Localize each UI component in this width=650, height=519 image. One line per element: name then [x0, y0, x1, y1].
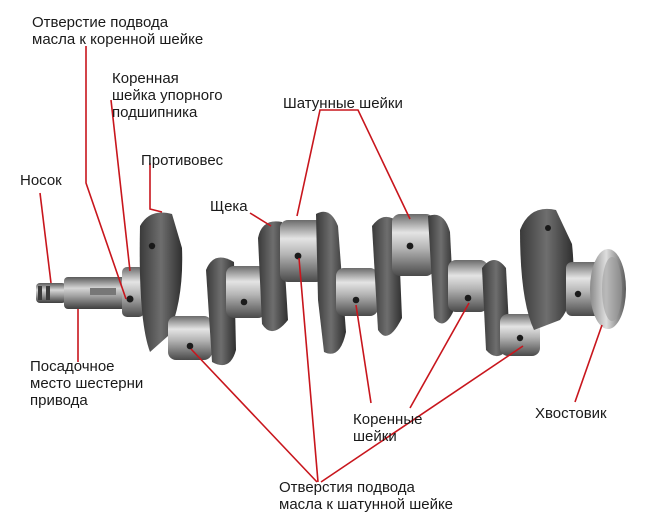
crankshaft-body: [36, 208, 626, 366]
label-line: Противовес: [141, 152, 224, 169]
conrod-journal-1: [280, 220, 324, 282]
label-line: Носок: [20, 172, 62, 189]
leader-nose: [39, 192, 52, 284]
cheek-5: [428, 214, 454, 324]
label-line: Хвостовик: [535, 405, 607, 422]
label-line: Отверстия подвода: [279, 479, 415, 496]
leader-counterweight: [149, 163, 163, 213]
label-line: Отверстие подвода: [32, 14, 169, 31]
leader-cheek: [249, 212, 272, 227]
main-journal-center: [336, 268, 378, 316]
leader-lines: [39, 46, 603, 483]
leader-oil-hole-conrod-b: [298, 257, 319, 483]
leader-thrust-journal: [110, 99, 131, 272]
label-line: масла к коренной шейке: [32, 31, 204, 48]
leader-oil-hole-main: [85, 46, 127, 300]
label-conrod-journals: Шатунные шейки: [283, 95, 403, 112]
leader-oil-hole-conrod-a: [190, 348, 318, 483]
label-main-journals: Коренные шейки: [353, 411, 422, 445]
label-line: шейки: [353, 428, 397, 445]
thrust-journal: [122, 267, 144, 317]
label-nose: Носок: [20, 172, 62, 189]
main-journal-4: [448, 260, 488, 312]
label-line: масла к шатунной шейке: [279, 496, 454, 513]
label-cheek: Щека: [210, 198, 248, 215]
label-oil-hole-main-journal: Отверстие подвода масла к коренной шейке: [32, 14, 203, 48]
cheek-3: [316, 211, 346, 354]
main-journal-1: [168, 316, 212, 360]
main-journal-2: [226, 266, 266, 318]
label-line: шейка упорного: [112, 87, 223, 104]
label-line: Коренная: [112, 70, 179, 87]
label-thrust-journal: Коренная шейка упорного подшипника: [112, 70, 223, 121]
counterweight-rear: [520, 208, 574, 330]
label-line: привода: [30, 392, 88, 409]
label-gear-seat: Посадочное место шестерни привода: [30, 358, 143, 409]
label-line: Шатунные шейки: [283, 95, 403, 112]
leader-conrod-journals: [296, 109, 411, 220]
label-line: место шестерни: [30, 375, 144, 392]
leader-main-journal-a: [355, 304, 372, 404]
label-line: Щека: [210, 198, 248, 215]
leader-oil-hole-conrod-c: [320, 345, 524, 483]
label-line: подшипника: [112, 104, 198, 121]
label-tail: Хвостовик: [535, 405, 607, 422]
label-line: Посадочное: [30, 358, 115, 375]
leader-tail: [574, 324, 603, 403]
nose-shaft: [36, 283, 66, 303]
label-line: Коренные: [353, 411, 423, 428]
leader-main-journal-b: [409, 302, 470, 409]
label-counterweight: Противовес: [141, 152, 223, 169]
label-oil-hole-conrod-journal: Отверстия подвода масла к шатунной шейке: [279, 479, 453, 513]
